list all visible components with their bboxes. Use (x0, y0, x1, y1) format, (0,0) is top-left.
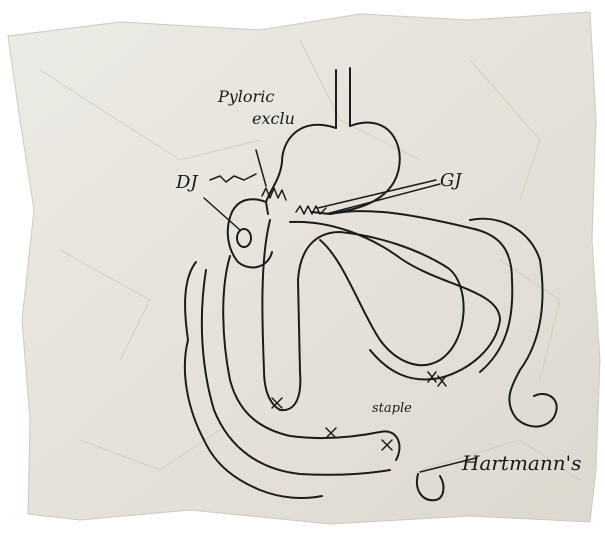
label-pyloric: Pyloric (217, 87, 274, 106)
label-pyloric-exclusion: exclu (252, 109, 295, 128)
label-hartmann: Hartmann's (461, 451, 581, 475)
label-gj: GJ (440, 170, 463, 191)
label-dj: DJ (175, 172, 199, 193)
label-staple: staple (372, 401, 412, 416)
